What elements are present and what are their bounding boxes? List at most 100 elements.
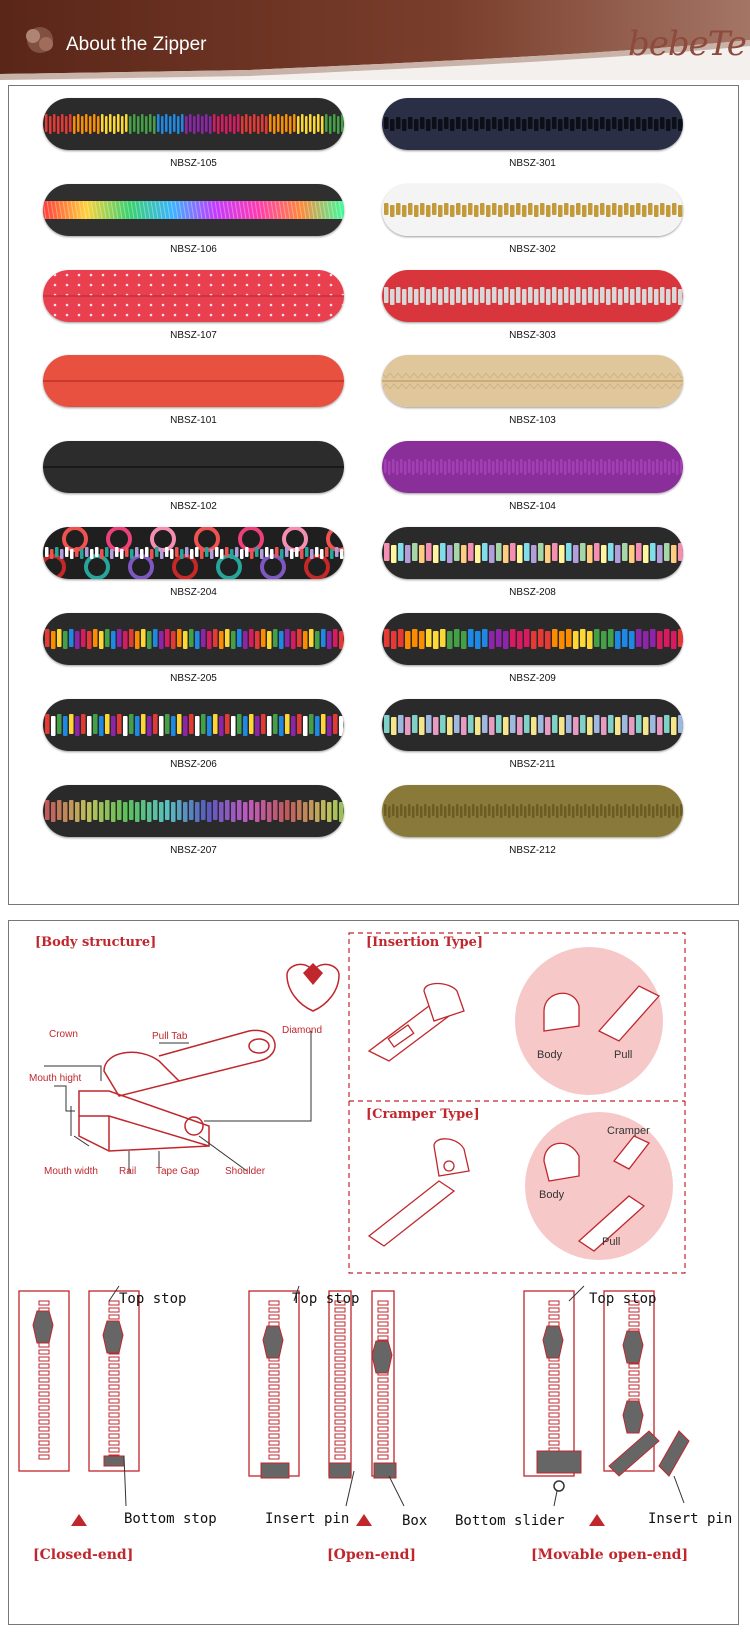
diagram-art <box>44 932 686 1274</box>
cramper-body-label: Body <box>539 1189 565 1201</box>
zipper-swatch-image <box>43 527 344 579</box>
zipper-swatch <box>382 441 683 493</box>
swatch-code: NBSZ-107 <box>170 330 217 341</box>
swatch-code: NBSZ-211 <box>509 759 556 770</box>
swatch-code: NBSZ-103 <box>509 415 556 426</box>
zipper-swatch <box>382 613 683 665</box>
zipper-swatch-image <box>382 699 683 751</box>
zipper-swatch <box>382 270 683 322</box>
zipper-swatch <box>43 613 344 665</box>
open-insert-pin-label: Insert pin <box>265 1511 350 1527</box>
open-top-stop-label: Top stop <box>292 1291 360 1307</box>
closed-bottom-stop-label: Bottom stop <box>124 1511 217 1527</box>
zipper-swatch-image <box>43 270 344 322</box>
swatch-code: NBSZ-106 <box>170 244 217 255</box>
movable-insert-pin-label: Insert pin <box>648 1511 733 1527</box>
swatch-code: NBSZ-102 <box>170 501 217 512</box>
zipper-swatch-image <box>43 613 344 665</box>
zipper-swatch-image <box>43 355 344 407</box>
zipper-swatch-image <box>382 785 683 837</box>
zipper-swatch-image <box>43 184 344 236</box>
insertion-body-label: Body <box>537 1049 563 1061</box>
zipper-swatch <box>43 527 344 579</box>
brand-logo: bebeTe <box>628 24 747 64</box>
swatch-code: NBSZ-204 <box>170 587 217 598</box>
zipper-swatch <box>43 785 344 837</box>
swatch-code: NBSZ-205 <box>170 673 217 684</box>
cramper-type-heading: [Cramper Type] <box>366 1107 480 1122</box>
zipper-swatch <box>382 355 683 407</box>
page-header: About the Zipper bebeTe <box>0 0 750 80</box>
swatch-code: NBSZ-209 <box>509 673 556 684</box>
insertion-pull-icon <box>597 985 661 1042</box>
zipper-swatch <box>382 98 683 150</box>
zipper-swatch <box>43 270 344 322</box>
rail-label: Rail <box>119 1166 137 1177</box>
open-box-label: Box <box>402 1513 428 1529</box>
zipper-swatch-image <box>382 441 683 493</box>
slider-body-icon <box>78 1029 276 1152</box>
zipper-types-art <box>18 1285 690 1526</box>
movable-top-stop-label: Top stop <box>589 1291 657 1307</box>
zipper-swatch-image <box>382 527 683 579</box>
pull-tab-label: Pull Tab <box>152 1031 188 1042</box>
insertion-slider-icon <box>367 982 465 1062</box>
zipper-diagram-panel: [Body structure] <box>8 920 739 1625</box>
zipper-swatch <box>382 527 683 579</box>
zipper-swatch-image <box>43 785 344 837</box>
header-title: About the Zipper <box>66 34 207 55</box>
cramper-cramper-icon <box>613 1135 651 1170</box>
body-structure-heading: [Body structure] <box>35 935 157 950</box>
swatch-code: NBSZ-207 <box>170 845 217 856</box>
swatch-code: NBSZ-105 <box>170 158 217 169</box>
zipper-swatch <box>382 184 683 236</box>
zipper-swatch-image <box>382 184 683 236</box>
tape-gap-label: Tape Gap <box>156 1166 200 1177</box>
zipper-swatch <box>382 699 683 751</box>
header-emblem-icon <box>26 27 53 53</box>
movable-bottom-slider-label: Bottom slider <box>455 1513 565 1529</box>
header-background <box>0 0 750 80</box>
cramper-cramper-label: Cramper <box>607 1125 650 1137</box>
cramper-body-icon <box>543 1142 580 1182</box>
diamond-icon <box>286 963 340 1012</box>
zipper-swatch-image <box>43 98 344 150</box>
insertion-pull-label: Pull <box>614 1049 633 1061</box>
cramper-pull-label: Pull <box>602 1236 621 1248</box>
zipper-swatch-image <box>382 613 683 665</box>
swatch-code: NBSZ-104 <box>509 501 556 512</box>
closed-end-heading: [Closed-end] <box>33 1547 134 1563</box>
swatch-code: NBSZ-301 <box>509 158 556 169</box>
zipper-swatch <box>43 441 344 493</box>
zipper-swatch-image <box>382 270 683 322</box>
mouth-width-label: Mouth width <box>44 1166 98 1177</box>
open-end-heading: [Open-end] <box>327 1547 417 1563</box>
zipper-swatch-image <box>43 441 344 493</box>
zipper-swatch-image <box>43 699 344 751</box>
zipper-swatch-image <box>382 98 683 150</box>
swatch-code: NBSZ-101 <box>170 415 217 426</box>
insertion-circle <box>515 947 663 1095</box>
zipper-swatch <box>43 355 344 407</box>
shoulder-label: Shoulder <box>225 1166 266 1177</box>
swatch-code: NBSZ-212 <box>509 845 556 856</box>
cramper-slider-icon <box>367 1138 470 1247</box>
swatch-code: NBSZ-206 <box>170 759 217 770</box>
closed-top-stop-label: Top stop <box>119 1291 187 1307</box>
insertion-body-icon <box>543 992 580 1032</box>
insertion-type-heading: [Insertion Type] <box>366 935 484 950</box>
zipper-swatch <box>382 785 683 837</box>
mouth-hight-label: Mouth hight <box>29 1073 82 1084</box>
swatch-code: NBSZ-302 <box>509 244 556 255</box>
diamond-label: Diamond <box>282 1025 323 1036</box>
zipper-swatch <box>43 98 344 150</box>
movable-open-end-heading: [Movable open-end] <box>531 1547 689 1563</box>
crown-label: Crown <box>49 1029 78 1040</box>
swatch-code: NBSZ-303 <box>509 330 556 341</box>
zipper-swatch-image <box>382 355 683 407</box>
zipper-swatch <box>43 184 344 236</box>
cramper-pull-icon <box>577 1195 646 1252</box>
zipper-swatch <box>43 699 344 751</box>
swatch-code: NBSZ-208 <box>509 587 556 598</box>
